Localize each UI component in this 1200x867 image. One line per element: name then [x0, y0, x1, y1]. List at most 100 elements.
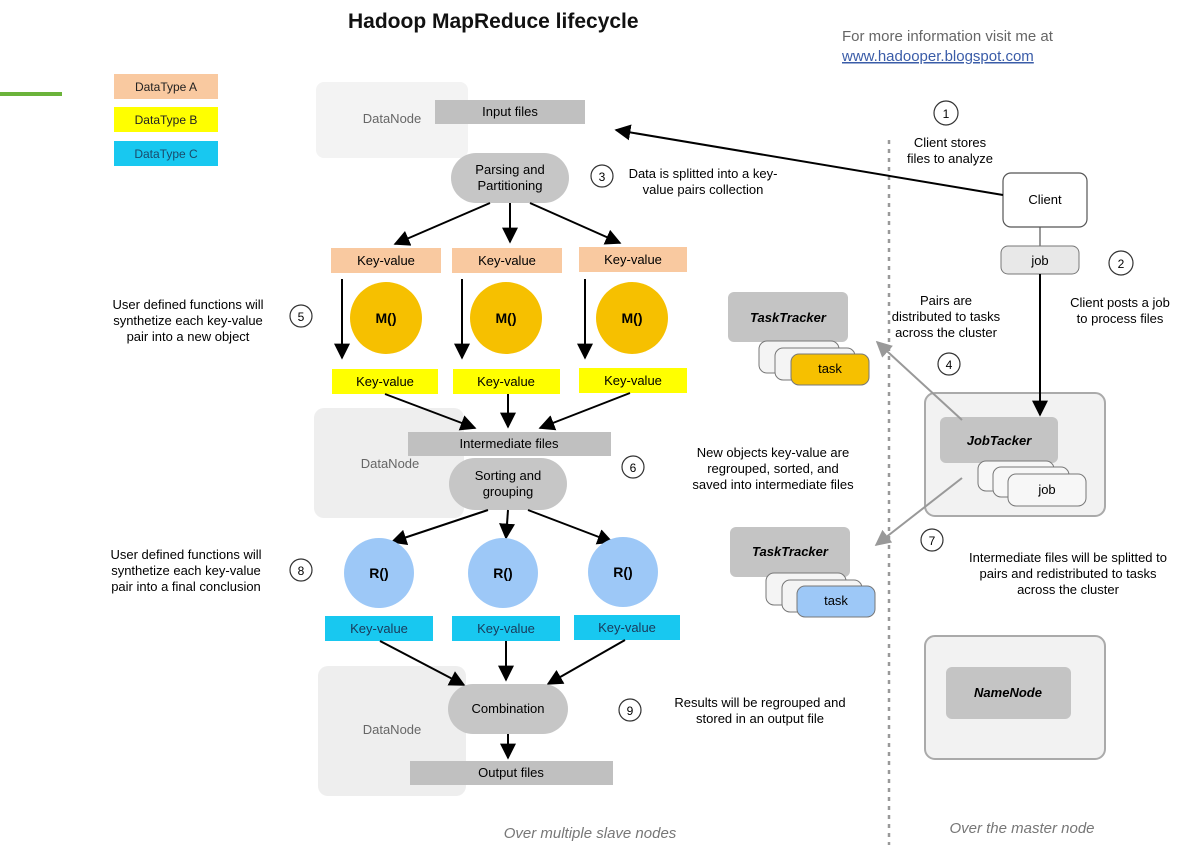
- step-6-annotation: 6 New objects key-value are regrouped, s…: [621, 445, 854, 492]
- kv-b-1: [332, 369, 438, 394]
- kv-a-2-label: Key-value: [478, 253, 536, 268]
- legend-swatch-b: [114, 107, 218, 132]
- step-8-line-1: User defined functions will: [110, 547, 261, 562]
- parsing-label-2: Partitioning: [477, 178, 542, 193]
- step-9-line-2: stored in an output file: [696, 711, 824, 726]
- sorting-label-2: grouping: [483, 484, 534, 499]
- tasktracker-2-task: [796, 585, 876, 618]
- step-7-line-1: Intermediate files will be splitted to: [969, 550, 1167, 565]
- jobtracker-job: [1007, 473, 1087, 507]
- step-9-line-1: Results will be regrouped and: [674, 695, 845, 710]
- kv-a-2: [452, 248, 562, 273]
- arrow-kvb3-inter: [538, 392, 631, 431]
- tasktracker-1-task: [790, 353, 870, 386]
- step-6-number: 6: [630, 461, 637, 475]
- tasktracker-1-label: TaskTracker: [750, 310, 827, 325]
- step-8-annotation: User defined functions will synthetize e…: [110, 547, 313, 594]
- step-1-line-1: Client stores: [914, 135, 987, 150]
- step-4-line-3: across the cluster: [895, 325, 998, 340]
- step-2-line-1: Client posts a job: [1070, 295, 1170, 310]
- datanode-label-2: DataNode: [361, 456, 420, 471]
- step-8-badge: [289, 558, 313, 582]
- arrow-kvc3-comb: [546, 639, 626, 685]
- step-8-line-3: pair into a final conclusion: [111, 579, 261, 594]
- client-label: Client: [1028, 192, 1062, 207]
- step-3-line-2: value pairs collection: [643, 182, 764, 197]
- jobtracker-label: JobTacker: [967, 433, 1032, 448]
- step-6-line-1: New objects key-value are: [697, 445, 849, 460]
- parsing-oval: [451, 153, 569, 203]
- kv-b-2: [453, 369, 560, 394]
- step-7-badge: [920, 528, 944, 552]
- map-circle-2-label: M(): [496, 310, 517, 326]
- step-5-annotation: User defined functions will synthetize e…: [112, 297, 313, 344]
- namenode-label: NameNode: [974, 685, 1042, 700]
- step-7-line-2: pairs and redistributed to tasks: [979, 566, 1157, 581]
- output-files-label: Output files: [478, 765, 544, 780]
- map-circle-3: [596, 282, 668, 354]
- step-9-number: 9: [627, 704, 634, 718]
- arrow-parse-kv3: [529, 202, 622, 245]
- step-4-line-1: Pairs are: [920, 293, 972, 308]
- kv-c-2-label: Key-value: [477, 621, 535, 636]
- tasktracker-2-box: [730, 527, 850, 577]
- step-3-line-1: Data is splitted into a key-: [629, 166, 778, 181]
- legend-label-b: DataType B: [135, 113, 198, 127]
- footer-slave-label: Over multiple slave nodes: [504, 825, 677, 842]
- client-box: [1002, 172, 1088, 228]
- step-5-number: 5: [298, 310, 305, 324]
- step-1-badge: [933, 100, 959, 126]
- reduce-circle-1-label: R(): [369, 565, 388, 581]
- legend-label-a: DataType A: [135, 80, 197, 94]
- arrow-sort-r3: [527, 509, 614, 545]
- step-1-annotation: 1 Client stores files to analyze: [907, 100, 993, 166]
- arrow-jobtracker-tt2: [874, 477, 963, 546]
- step-4-line-2: distributed to tasks: [892, 309, 1001, 324]
- step-4-annotation: Pairs are distributed to tasks across th…: [892, 293, 1001, 376]
- datanode-label-1: DataNode: [363, 111, 422, 126]
- sorting-label-1: Sorting and: [475, 468, 542, 483]
- kv-a-3-label: Key-value: [604, 252, 662, 267]
- input-files-box: [435, 100, 585, 124]
- diagram-title: Hadoop MapReduce lifecycle: [348, 10, 639, 33]
- step-7-line-3: across the cluster: [1017, 582, 1120, 597]
- reduce-circle-2-label: R(): [493, 565, 512, 581]
- step-8-line-2: synthetize each key-value: [111, 563, 261, 578]
- input-files-label: Input files: [482, 104, 538, 119]
- map-circle-2: [470, 282, 542, 354]
- info-link[interactable]: www.hadooper.blogspot.com: [841, 48, 1034, 65]
- step-3-badge: [590, 164, 614, 188]
- step-2-badge: [1108, 250, 1134, 276]
- arrow-sort-r2: [499, 509, 516, 540]
- arrow-kvb1-inter: [384, 393, 477, 431]
- job-label: job: [1030, 253, 1048, 268]
- kv-b-2-label: Key-value: [477, 374, 535, 389]
- jobtracker-job-label: job: [1037, 482, 1055, 497]
- step-5-line-1: User defined functions will: [112, 297, 263, 312]
- sorting-oval: [449, 458, 567, 510]
- footer-master-label: Over the master node: [949, 820, 1094, 837]
- kv-c-1-label: Key-value: [350, 621, 408, 636]
- datanode-panel-1: [316, 82, 468, 158]
- tasktracker-2-label: TaskTracker: [752, 544, 829, 559]
- tasktracker-2: TaskTracker task: [730, 527, 876, 618]
- step-9-badge: [618, 698, 642, 722]
- output-files-box: [410, 761, 613, 785]
- step-6-badge: [621, 455, 645, 479]
- kv-c-3-label: Key-value: [598, 620, 656, 635]
- reduce-circle-1: [344, 538, 414, 608]
- step-4-number: 4: [946, 358, 953, 372]
- step-6-line-3: saved into intermediate files: [692, 477, 854, 492]
- datanode-label-3: DataNode: [363, 722, 422, 737]
- legend-swatch-a: [114, 74, 218, 99]
- intermediate-files-label: Intermediate files: [460, 436, 559, 451]
- kv-b-3-label: Key-value: [604, 373, 662, 388]
- kv-b-3: [579, 368, 687, 393]
- step-1-line-2: files to analyze: [907, 151, 993, 166]
- map-circle-1: [350, 282, 422, 354]
- parsing-label-1: Parsing and: [475, 162, 544, 177]
- step-9-annotation: 9 Results will be regrouped and stored i…: [618, 695, 846, 726]
- step-6-line-2: regrouped, sorted, and: [707, 461, 839, 476]
